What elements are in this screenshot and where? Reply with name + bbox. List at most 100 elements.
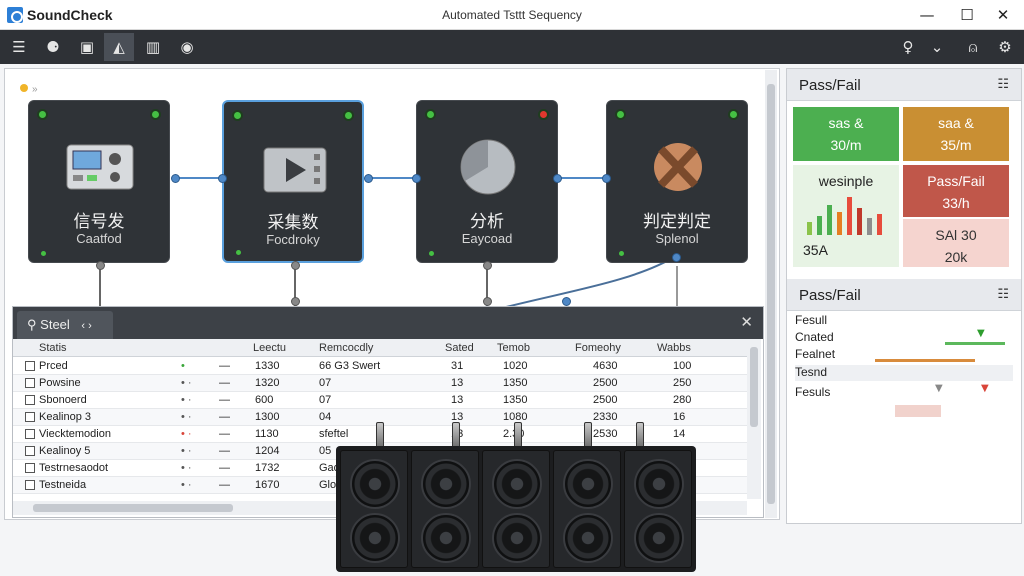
table-cell: — [219,445,230,457]
node-acquisition[interactable]: 采集数 Focdroky [222,100,364,263]
table-cell: — [219,428,230,440]
bell-icon[interactable]: ⍝ [968,38,978,56]
bottom-port[interactable] [96,261,105,270]
row-checkbox[interactable] [25,480,35,490]
output-port[interactable] [364,174,373,183]
node-analysis[interactable]: 分析 Eaycoad [416,100,558,263]
input-port[interactable] [218,174,227,183]
column-header[interactable]: Sated [445,342,474,354]
table-cell: sfeftel [319,428,349,440]
panel-close-button[interactable]: ✕ [740,313,753,331]
row-checkbox[interactable] [25,361,35,371]
node-subtitle: Focdroky [266,232,320,247]
pie-gauge-icon [460,139,516,195]
passfail-header: Pass/Fail ☷ [787,69,1021,101]
input-port[interactable] [602,174,611,183]
row-checkbox[interactable] [25,412,35,422]
table-cell: — [219,411,230,423]
canvas-scrollbar[interactable] [765,70,777,518]
panel-title: Pass/Fail [799,77,861,94]
column-header[interactable]: Temob [497,342,531,354]
list-icon[interactable]: ☰ [12,38,26,56]
table-cell: 4630 [593,360,618,372]
row-checkbox[interactable] [25,463,35,473]
bottom-port[interactable] [672,253,681,262]
result-tile[interactable]: SAl 30 20k [903,219,1009,267]
app-name: SoundCheck [27,7,113,23]
column-header[interactable]: Wabbs [657,342,691,354]
connector-plug [376,422,384,448]
tile-label: wesinple [818,173,874,189]
column-header[interactable]: Fomeohy [575,342,621,354]
bars-icon[interactable]: ▥ [145,38,161,56]
record-icon[interactable]: ◉ [180,38,194,56]
mini-bar [807,222,812,235]
settings-icon[interactable]: ⚙ [998,38,1012,56]
canvas-scroll-thumb[interactable] [767,84,775,504]
result-tile[interactable]: saa & 35/m [903,107,1009,161]
speaker-cone [492,513,542,563]
close-button[interactable]: ✕ [996,6,1010,24]
maximize-button[interactable]: ☐ [960,6,974,24]
table-cell: • · [181,479,192,491]
table-cell: 1320 [255,377,280,389]
column-header[interactable]: Remcocdly [319,342,374,354]
junction-port[interactable] [562,297,571,306]
speaker-cone [634,459,684,509]
minimize-button[interactable]: — [919,6,935,24]
result-track [875,359,975,362]
row-checkbox[interactable] [25,429,35,439]
bottom-port[interactable] [291,261,300,270]
table-cell: Viecktemodion [39,428,111,440]
speaker-icon[interactable]: ◭ [104,33,134,61]
result-label: Tesnd [795,365,828,379]
marker-icon: ▼ [935,383,943,394]
table-cell: 1130 [255,428,279,440]
table-hscroll-thumb[interactable] [33,504,233,512]
bottom-port[interactable] [483,261,492,270]
output-port[interactable] [553,174,562,183]
menu-icon[interactable]: ☷ [997,287,1009,302]
cross-check-icon [654,143,702,191]
tile-value: 35/m [940,137,972,153]
row-checkbox[interactable] [25,395,35,405]
result-label: Cnated [795,330,834,344]
node-judgement[interactable]: 判定判定 Splenol [606,100,748,263]
column-header[interactable]: Statis [39,342,67,354]
tab-steel[interactable]: ⚲ Steel ‹ › [17,311,113,339]
result-row: Cnated ▼ [795,328,1013,345]
bulb-icon[interactable]: ♀ [902,38,914,56]
menu-icon[interactable]: ☷ [997,77,1009,92]
junction-port[interactable] [483,297,492,306]
result-tile[interactable]: Pass/Fail 33/h [903,165,1009,217]
table-cell: — [219,462,230,474]
tile-label: sas & [828,115,864,131]
table-vscrollbar[interactable] [747,339,761,499]
result-tile-chart[interactable]: wesinple 35A [793,165,899,267]
column-header[interactable]: Leectu [253,342,287,354]
result-header: Pass/Fail ☷ [787,279,1021,311]
table-cell: 1670 [255,479,280,491]
table-cell: 14 [673,428,686,440]
row-checkbox[interactable] [25,446,35,456]
table-cell: — [219,479,230,491]
save-icon[interactable]: ▣ [79,38,95,56]
input-port[interactable] [412,174,421,183]
signal-icon[interactable]: ⌄ [930,38,944,56]
row-checkbox[interactable] [25,378,35,388]
nodes-icon[interactable]: ⚈ [46,38,60,56]
tile-label: Pass/Fail [927,173,985,189]
table-vscroll-thumb[interactable] [750,347,758,427]
result-tile[interactable]: sas & 30/m [793,107,899,161]
node-signal-generator[interactable]: 信号发 Caatfod [28,100,170,263]
tile-value: 33/h [942,195,970,211]
junction-port[interactable] [291,297,300,306]
output-port[interactable] [171,174,180,183]
table-cell: Glo [319,479,337,491]
node-status-led [37,109,48,120]
result-row: Fealnet [795,347,1013,362]
table-cell: 1330 [255,360,280,372]
